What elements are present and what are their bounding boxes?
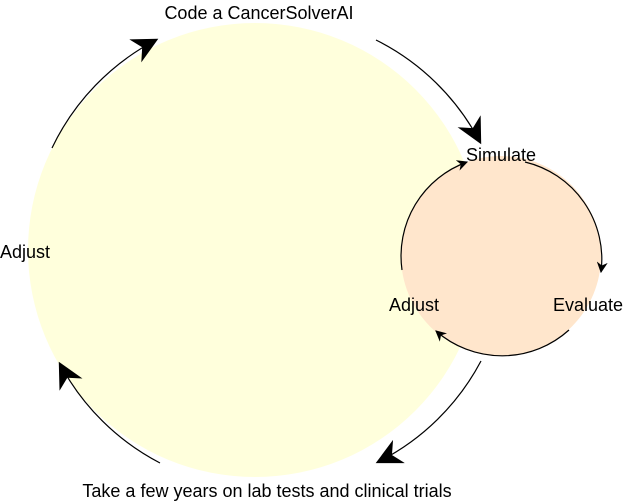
outer-arrow-top-right — [375, 39, 482, 145]
outer-arrow-bottom-right — [375, 360, 482, 464]
inner-label-left: Adjust — [389, 295, 439, 315]
inner-arrow-right — [524, 161, 608, 274]
inner-arrow-bottom — [435, 329, 570, 357]
inner-label-right: Evaluate — [553, 295, 623, 315]
outer-label-left: Adjust — [0, 242, 50, 262]
inner-cycle-circle — [401, 156, 601, 356]
inner-label-top: Simulate — [466, 145, 536, 165]
outer-arrow-top-left — [51, 38, 159, 149]
outer-label-bottom: Take a few years on lab tests and clinic… — [82, 481, 451, 501]
outer-label-top: Code a CancerSolverAI — [164, 3, 353, 23]
inner-arrow-left — [400, 160, 469, 271]
outer-cycle-circle — [28, 23, 482, 477]
outer-arrow-bottom-left — [58, 361, 161, 464]
